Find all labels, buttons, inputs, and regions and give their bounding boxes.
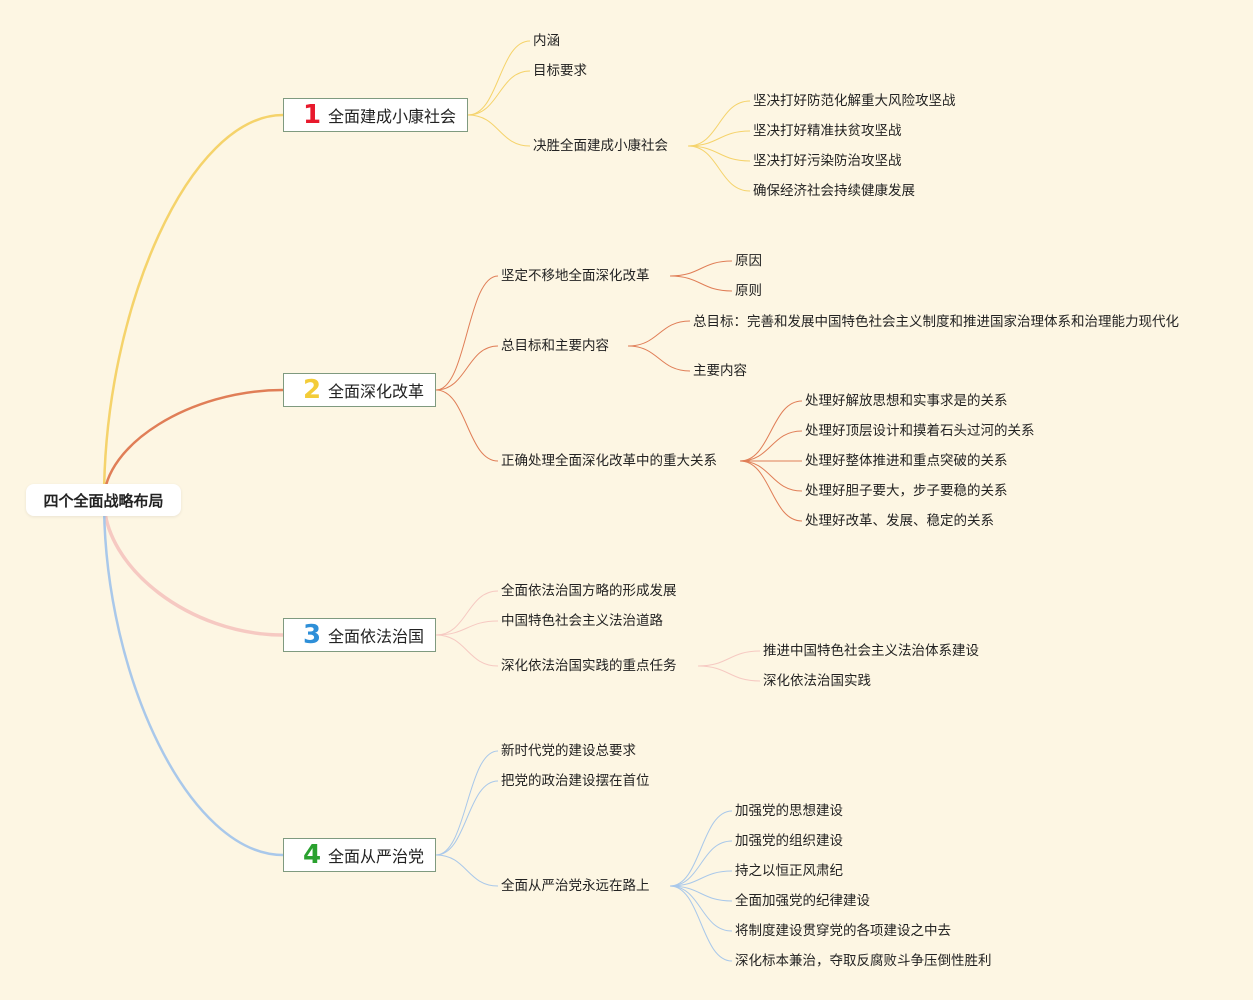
connector-line: [687, 130, 751, 147]
topic-node[interactable]: 正确处理全面深化改革中的重大关系: [501, 453, 717, 469]
branch-label: 全面建成小康社会: [328, 107, 457, 126]
connector-line: [669, 870, 733, 887]
connector-line: [102, 499, 284, 637]
subtopic-node[interactable]: 持之以恒正风肃纪: [735, 863, 843, 879]
connector-line: [669, 260, 733, 277]
connector-line: [627, 320, 691, 347]
connector-line: [102, 388, 284, 501]
connector-line: [102, 113, 284, 501]
connector-line: [697, 665, 761, 682]
subtopic-node[interactable]: 将制度建设贯穿党的各项建设之中去: [735, 923, 951, 939]
topic-node[interactable]: 内涵: [533, 33, 560, 49]
number-4-icon: 4: [302, 840, 322, 870]
subtopic-node[interactable]: 坚决打好防范化解重大风险攻坚战: [753, 93, 956, 109]
root-node[interactable]: 四个全面战略布局: [26, 484, 181, 516]
subtopic-node[interactable]: 处理好改革、发展、稳定的关系: [805, 513, 994, 529]
connector-line: [669, 275, 733, 292]
topic-node[interactable]: 中国特色社会主义法治道路: [501, 613, 663, 629]
root-label: 四个全面战略布局: [43, 491, 164, 510]
connector-line: [687, 145, 751, 162]
number-2-icon: 2: [302, 375, 322, 405]
subtopic-node[interactable]: 总目标：完善和发展中国特色社会主义制度和推进国家治理体系和治理能力现代化: [693, 314, 1179, 330]
connector-line: [435, 620, 499, 636]
connector-line: [435, 780, 499, 856]
connector-line: [435, 389, 499, 462]
topic-node[interactable]: 目标要求: [533, 63, 587, 79]
connector-line: [669, 885, 733, 962]
connector-line: [669, 885, 733, 932]
subtopic-node[interactable]: 深化标本兼治，夺取反腐败斗争压倒性胜利: [735, 953, 992, 969]
subtopic-node[interactable]: 坚决打好污染防治攻坚战: [753, 153, 902, 169]
connector-line: [739, 430, 803, 462]
branch-node-4[interactable]: 4 全面从严治党: [283, 838, 436, 872]
subtopic-node[interactable]: 处理好胆子要大，步子要稳的关系: [805, 483, 1008, 499]
connector-line: [739, 460, 803, 522]
subtopic-node[interactable]: 处理好顶层设计和摸着石头过河的关系: [805, 423, 1035, 439]
subtopic-node[interactable]: 加强党的组织建设: [735, 833, 843, 849]
branch-label: 全面深化改革: [328, 382, 425, 401]
branch-label: 全面依法治国: [328, 627, 425, 646]
connector-line: [739, 460, 803, 492]
subtopic-node[interactable]: 处理好解放思想和实事求是的关系: [805, 393, 1008, 409]
topic-node[interactable]: 全面从严治党永远在路上: [501, 878, 650, 894]
branch-node-1[interactable]: 1 全面建成小康社会: [283, 98, 468, 132]
topic-node[interactable]: 深化依法治国实践的重点任务: [501, 658, 677, 674]
connector-line: [669, 885, 733, 902]
number-3-icon: 3: [302, 620, 322, 650]
subtopic-node[interactable]: 原因: [735, 253, 762, 269]
subtopic-node[interactable]: 处理好整体推进和重点突破的关系: [805, 453, 1008, 469]
subtopic-node[interactable]: 主要内容: [693, 363, 747, 379]
branch-node-3[interactable]: 3 全面依法治国: [283, 618, 436, 652]
connector-line: [467, 40, 531, 116]
connector-line: [435, 275, 499, 391]
subtopic-node[interactable]: 坚决打好精准扶贫攻坚战: [753, 123, 902, 139]
topic-node[interactable]: 坚定不移地全面深化改革: [501, 268, 650, 284]
connector-line: [739, 400, 803, 462]
topic-node[interactable]: 决胜全面建成小康社会: [533, 138, 668, 154]
connector-line: [435, 634, 499, 667]
connector-line: [697, 650, 761, 667]
number-1-icon: 1: [302, 100, 322, 130]
connector-line: [435, 345, 499, 391]
connector-line: [435, 854, 499, 887]
connector-line: [669, 810, 733, 887]
connector-line: [669, 840, 733, 887]
subtopic-node[interactable]: 推进中国特色社会主义法治体系建设: [763, 643, 979, 659]
branch-node-2[interactable]: 2 全面深化改革: [283, 373, 436, 407]
topic-node[interactable]: 把党的政治建设摆在首位: [501, 773, 650, 789]
connector-line: [627, 345, 691, 372]
subtopic-node[interactable]: 全面加强党的纪律建设: [735, 893, 870, 909]
subtopic-node[interactable]: 加强党的思想建设: [735, 803, 843, 819]
connector-line: [687, 145, 751, 192]
connector-line: [467, 70, 531, 116]
connector-line: [687, 100, 751, 147]
topic-node[interactable]: 新时代党的建设总要求: [501, 743, 636, 759]
subtopic-node[interactable]: 确保经济社会持续健康发展: [753, 183, 915, 199]
subtopic-node[interactable]: 深化依法治国实践: [763, 673, 871, 689]
connector-line: [467, 114, 531, 147]
branch-label: 全面从严治党: [328, 847, 425, 866]
connector-line: [435, 750, 499, 856]
connector-line: [435, 590, 499, 636]
connector-line: [102, 499, 284, 857]
topic-node[interactable]: 全面依法治国方略的形成发展: [501, 583, 677, 599]
topic-node[interactable]: 总目标和主要内容: [501, 338, 609, 354]
subtopic-node[interactable]: 原则: [735, 283, 762, 299]
